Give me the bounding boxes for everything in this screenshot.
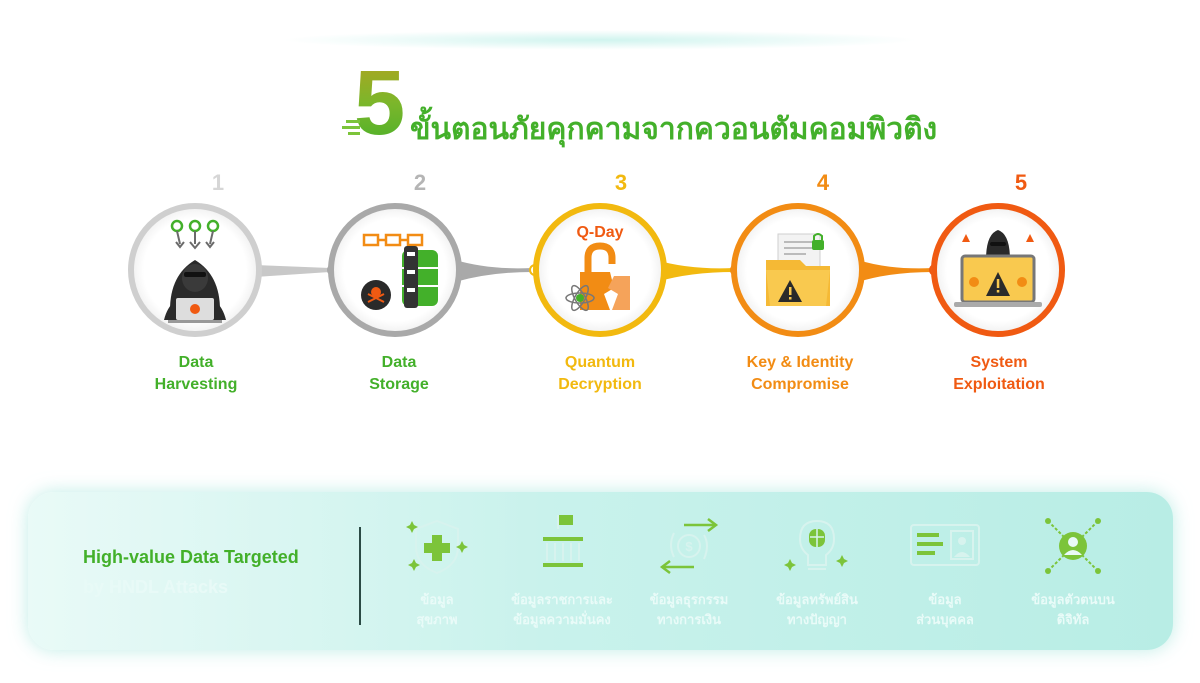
category-digital-identity-line2: ดิจิทัล <box>1056 613 1090 628</box>
connector-1-2 <box>255 265 330 277</box>
step-2-label-line1: Data <box>381 354 417 371</box>
step-1-label: Data Harvesting <box>96 352 296 396</box>
svg-text:5: 5 <box>354 56 405 146</box>
category-government-line1: ข้อมูลราชการและ <box>511 593 613 608</box>
panel-subtitle: by HNDL Attacks <box>83 577 229 597</box>
step-4-label: Key & Identity Compromise <box>700 352 900 396</box>
category-ip-line1: ข้อมูลทรัพย์สิน <box>776 593 858 608</box>
top-glow <box>280 30 920 50</box>
broken-lock-icon <box>565 242 630 312</box>
step-3-label-line1: Quantum <box>564 354 636 371</box>
step-2-label: Data Storage <box>299 352 499 396</box>
step-5-circle <box>931 203 1065 337</box>
step-2-label-line2: Storage <box>369 376 429 393</box>
step-5-label: System Exploitation <box>899 352 1099 396</box>
category-personal: ข้อมูลส่วนบุคคล <box>880 515 1010 631</box>
category-digital-identity: ข้อมูลตัวตนบนดิจิทัล <box>1008 515 1138 631</box>
category-government-line2: ข้อมูลความมั่นคง <box>513 613 611 628</box>
connector-3-4 <box>656 260 734 282</box>
category-personal-line2: ส่วนบุคคล <box>916 613 974 628</box>
step-1-number: 1 <box>211 170 225 195</box>
step-3-label-line2: Decryption <box>558 376 642 393</box>
step-4-label-line2: Compromise <box>751 376 849 393</box>
category-financial-line2: ทางการเงิน <box>656 613 722 628</box>
connector-4-5 <box>858 260 933 282</box>
health-shield-icon <box>406 519 468 575</box>
step-1-label-line2: Harvesting <box>154 376 238 393</box>
category-health: ข้อมูลสุขภาพ <box>372 515 502 631</box>
step-2-circle <box>328 203 462 337</box>
step-5-number: 5 <box>1014 170 1028 195</box>
folder-warning-icon <box>766 233 830 306</box>
category-personal-line1: ข้อมูล <box>928 593 962 608</box>
step-5-label-line2: Exploitation <box>953 376 1045 393</box>
category-ip-line2: ทางปัญญา <box>787 613 847 628</box>
digital-identity-icon <box>1045 518 1101 574</box>
step-1-circle <box>128 203 262 337</box>
financial-transfer-icon: $ <box>659 518 719 574</box>
panel-title: High-value Data Targeted by HNDL Attacks <box>83 542 333 602</box>
data-targets-panel <box>28 492 1173 650</box>
hacker-monitor-warning-icon <box>954 230 1042 307</box>
step-4-number: 4 <box>816 170 830 195</box>
q-day-badge: Q-Day <box>576 224 623 241</box>
title-number-five: 5 <box>342 56 405 146</box>
category-intellectual-property: ข้อมูลทรัพย์สินทางปัญญา <box>752 515 882 631</box>
step-1-label-line1: Data <box>178 354 214 371</box>
category-health-line2: สุขภาพ <box>416 613 458 628</box>
brain-bulb-icon <box>784 519 848 571</box>
panel-title-text: High-value Data Targeted <box>83 547 299 567</box>
category-digital-identity-line1: ข้อมูลตัวตนบน <box>1031 593 1115 608</box>
category-financial: $ ข้อมูลธุรกรรมทางการเงิน <box>624 515 754 631</box>
steps-diagram: Q-Day <box>128 203 1065 337</box>
connector-2-3 <box>455 260 532 282</box>
panel-divider <box>359 527 361 625</box>
step-3-number: 3 <box>614 170 628 195</box>
step-3-label: Quantum Decryption <box>500 352 700 396</box>
step-4-circle <box>731 203 865 337</box>
step-3-circle: Q-Day <box>533 203 667 337</box>
hacker-laptop-icon <box>164 219 226 323</box>
step-5-label-line1: System <box>970 354 1028 371</box>
id-card-icon <box>910 524 980 566</box>
svg-text:$: $ <box>685 539 693 554</box>
step-4-label-line1: Key & Identity <box>746 354 854 371</box>
category-financial-line1: ข้อมูลธุรกรรม <box>649 593 729 608</box>
step-2-number: 2 <box>413 170 427 195</box>
category-health-line1: ข้อมูล <box>420 593 454 608</box>
government-building-icon <box>543 515 583 567</box>
category-government: ข้อมูลราชการและข้อมูลความมั่นคง <box>497 515 627 631</box>
database-skull-icon <box>361 233 438 310</box>
page-title: ขั้นตอนภัยคุกคามจากควอนตัมคอมพิวติง <box>410 112 938 147</box>
